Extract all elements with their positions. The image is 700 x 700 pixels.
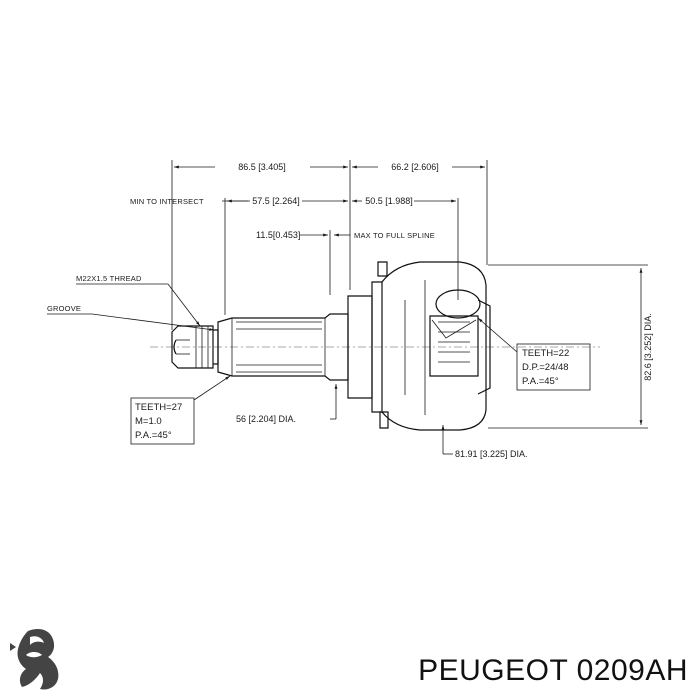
svg-text:M22X1.5 THREAD: M22X1.5 THREAD — [76, 274, 142, 283]
dimension-right-spline: 50.5 [1.988] — [352, 196, 456, 206]
svg-text:MAX TO FULL SPLINE: MAX TO FULL SPLINE — [354, 231, 435, 240]
svg-text:GROOVE: GROOVE — [47, 304, 81, 313]
dimension-overall-left: 86.5 [3.405] — [174, 162, 348, 172]
note-outer-spline: TEETH=27 M=1.0 P.A.=45° — [130, 375, 231, 445]
brand-name: PEUGEOT — [418, 654, 568, 687]
svg-text:TEETH=27: TEETH=27 — [135, 402, 182, 413]
leader-thread: M22X1.5 THREAD — [76, 274, 201, 327]
shaft-stub — [171, 261, 491, 431]
brand-part-label: PEUGEOT 0209AH — [418, 654, 688, 688]
svg-text:P.A.=45°: P.A.=45° — [135, 430, 172, 441]
dimension-outer-dia: 82.6 [3.252] DIA. — [639, 268, 653, 425]
svg-text:66.2 [2.606]: 66.2 [2.606] — [391, 162, 439, 172]
svg-text:P.A.=45°: P.A.=45° — [522, 376, 559, 387]
svg-text:86.5 [3.405]: 86.5 [3.405] — [238, 162, 286, 172]
svg-text:57.5 [2.264]: 57.5 [2.264] — [252, 196, 300, 206]
svg-text:82.6 [3.252] DIA.: 82.6 [3.252] DIA. — [643, 313, 653, 381]
dimension-body-dia: 81.91 [3.225] DIA. — [441, 425, 528, 459]
dimension-overall-right: 66.2 [2.606] — [352, 162, 485, 172]
svg-text:TEETH=22: TEETH=22 — [522, 348, 569, 359]
svg-text:50.5 [1.988]: 50.5 [1.988] — [365, 196, 413, 206]
svg-text:56 [2.204] DIA.: 56 [2.204] DIA. — [236, 414, 296, 424]
part-number: 0209AH — [576, 654, 688, 687]
svg-text:11.5[0.453]: 11.5[0.453] — [256, 230, 300, 240]
dimension-min-to-intersect: MIN TO INTERSECT 57.5 [2.264] — [130, 196, 348, 206]
svg-text:MIN TO INTERSECT: MIN TO INTERSECT — [130, 197, 204, 206]
dimension-max-full-spline: 11.5[0.453] MAX TO FULL SPLINE — [256, 230, 435, 240]
svg-text:M=1.0: M=1.0 — [135, 416, 162, 427]
svg-text:81.91 [3.225] DIA.: 81.91 [3.225] DIA. — [455, 449, 528, 459]
note-inner-spline: TEETH=22 D.P.=24/48 P.A.=45° — [477, 317, 591, 391]
dimension-shaft-dia: 56 [2.204] DIA. — [236, 384, 338, 424]
leader-groove: GROOVE — [47, 304, 215, 331]
svg-text:D.P.=24/48: D.P.=24/48 — [522, 362, 569, 373]
extension-lines — [171, 160, 648, 429]
peugeot-lion-logo-icon — [10, 629, 59, 690]
